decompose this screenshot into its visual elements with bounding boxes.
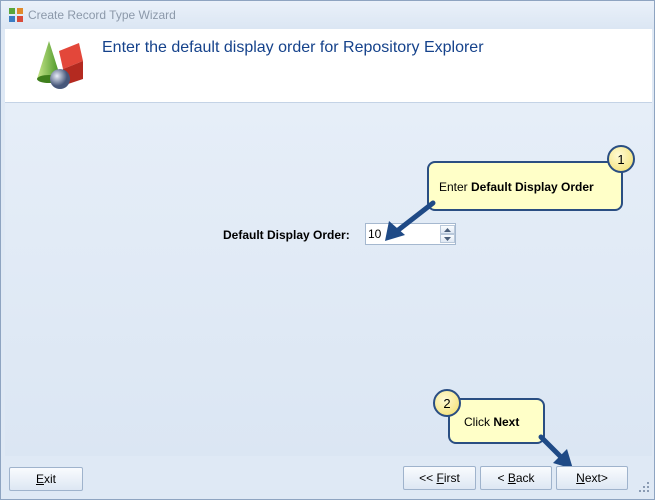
spin-down-icon <box>444 236 451 241</box>
display-order-input[interactable] <box>368 226 436 242</box>
resize-grip-icon[interactable] <box>638 481 650 493</box>
display-order-label: Default Display Order: <box>223 228 350 242</box>
wizard-banner: Enter the default display order for Repo… <box>5 29 652 103</box>
page-title: Enter the default display order for Repo… <box>102 39 484 56</box>
wizard-shapes-icon <box>37 41 83 89</box>
callout-enter-display-order: Enter Default Display Order <box>427 161 623 211</box>
wizard-content <box>5 103 652 456</box>
app-icon <box>9 8 23 22</box>
display-order-spinner[interactable] <box>365 223 456 245</box>
callout-1-badge: 1 <box>607 145 635 173</box>
title-bar[interactable]: Create Record Type Wizard <box>1 1 654 29</box>
callout-1-text: Enter Default Display Order <box>439 180 594 194</box>
window-title: Create Record Type Wizard <box>28 8 176 22</box>
callout-2-text: Click Next <box>464 415 520 429</box>
spin-up-icon <box>444 227 451 232</box>
callout-click-next: Click Next <box>448 398 545 444</box>
spin-up-button[interactable] <box>440 225 455 234</box>
callout-2-badge: 2 <box>433 389 461 417</box>
spin-down-button[interactable] <box>440 234 455 243</box>
